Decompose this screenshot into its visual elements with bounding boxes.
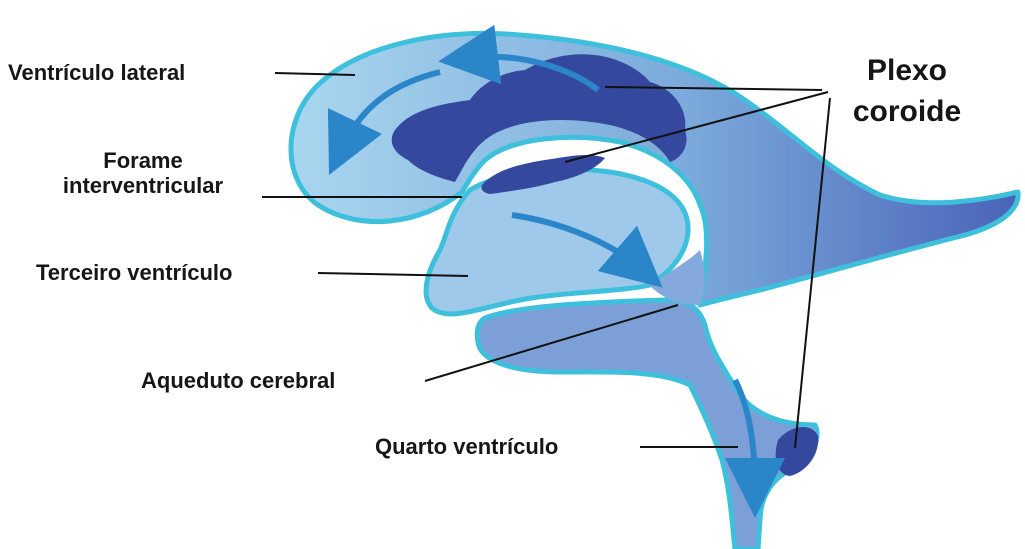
label-foramen-line2: interventricular: [28, 173, 258, 198]
label-foramen: Forame interventricular: [28, 148, 258, 199]
label-lateral-ventricle: Ventrículo lateral: [8, 60, 185, 85]
label-third-ventricle: Terceiro ventrículo: [36, 260, 232, 285]
label-aqueduct: Aqueduto cerebral: [141, 368, 335, 393]
label-choroid-line2: coroide: [822, 95, 992, 130]
label-foramen-line1: Forame: [28, 148, 258, 173]
label-choroid-line1: Plexo: [822, 54, 992, 89]
label-fourth-ventricle: Quarto ventrículo: [375, 434, 558, 459]
aqueduct-shape: [477, 300, 817, 549]
label-choroid-plexus: Plexo coroide: [822, 54, 992, 129]
